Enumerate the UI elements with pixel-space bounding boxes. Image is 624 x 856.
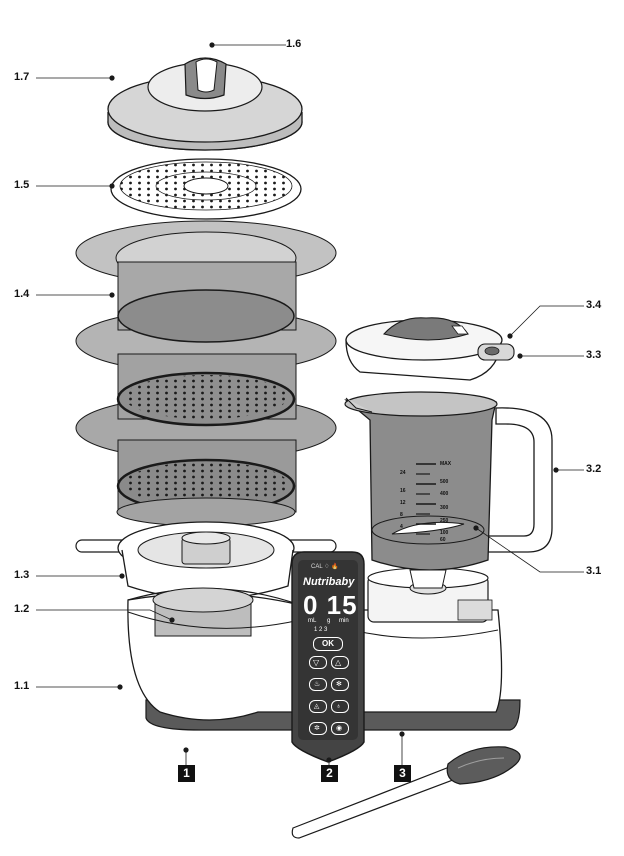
leader-lines (36, 42, 584, 765)
unit-min: min (339, 618, 349, 624)
label-1-5: 1.5 (14, 179, 30, 191)
jug-mark-250: 250 (440, 518, 449, 524)
steamer-baskets (75, 220, 337, 527)
chevron-down-icon: ▽ (313, 658, 320, 667)
status-icons: CAL ♢ 🔥 (311, 564, 339, 570)
jug-mark-12: 12 (400, 500, 406, 506)
jug-mark-16: 16 (400, 488, 406, 494)
jug-mark-60: 60 (440, 537, 446, 543)
label-3-3: 3.3 (586, 349, 602, 361)
label-1-4: 1.4 (14, 288, 30, 300)
blender-jug (344, 391, 553, 589)
jug-mark-400: 400 (440, 491, 449, 497)
power-button[interactable]: ◉ (331, 722, 349, 735)
label-1-6: 1.6 (286, 38, 302, 50)
bottle-icon: ◬ (314, 703, 320, 710)
jug-mark-8: 8 (400, 512, 403, 518)
label-3-2: 3.2 (586, 463, 602, 475)
blend-button[interactable]: ✻ (331, 678, 349, 691)
down-button[interactable]: ▽ (309, 656, 327, 669)
jug-mark-4: 4 (400, 524, 403, 530)
ok-button[interactable]: OK (313, 637, 343, 651)
steam-icon: ♨ (314, 681, 321, 688)
defrost-button[interactable]: ✲ (309, 722, 327, 735)
jug-mark-500: 500 (440, 479, 449, 485)
jug-mark-max: MAX (440, 461, 452, 467)
baby-bottle-icon: ♁ (336, 703, 342, 710)
jug-lid (345, 317, 515, 381)
spatula (291, 746, 521, 839)
label-3-4: 3.4 (586, 299, 602, 311)
badge-1: 1 (178, 765, 195, 782)
badge-2: 2 (321, 765, 338, 782)
sterilize-button[interactable]: ◬ (309, 700, 327, 713)
jug-mark-100: 100 (440, 530, 449, 536)
unit-g: g (327, 618, 331, 624)
jug-mark-300: 300 (440, 505, 449, 511)
time-display: 0 15 (303, 590, 358, 620)
lid (107, 57, 303, 151)
power-icon: ◉ (336, 725, 343, 732)
unit-ml: mL (308, 618, 317, 624)
label-3-1: 3.1 (586, 565, 602, 577)
label-1-7: 1.7 (14, 71, 30, 83)
blend-icon: ✻ (336, 681, 342, 688)
basket-ring (75, 521, 337, 600)
brand-logo: Nutribaby (303, 576, 355, 588)
badge-3: 3 (394, 765, 411, 782)
steam-button[interactable]: ♨ (309, 678, 327, 691)
up-button[interactable]: △ (331, 656, 349, 669)
defrost-icon: ✲ (314, 725, 320, 732)
warm-button[interactable]: ♁ (331, 700, 349, 713)
chevron-up-icon: △ (335, 658, 342, 667)
steam-plate (110, 158, 302, 220)
label-1-3: 1.3 (14, 569, 30, 581)
label-1-2: 1.2 (14, 603, 30, 615)
step-indicator: 1 2 3 (314, 627, 328, 633)
label-1-1: 1.1 (14, 680, 30, 692)
jug-mark-24: 24 (400, 470, 406, 476)
